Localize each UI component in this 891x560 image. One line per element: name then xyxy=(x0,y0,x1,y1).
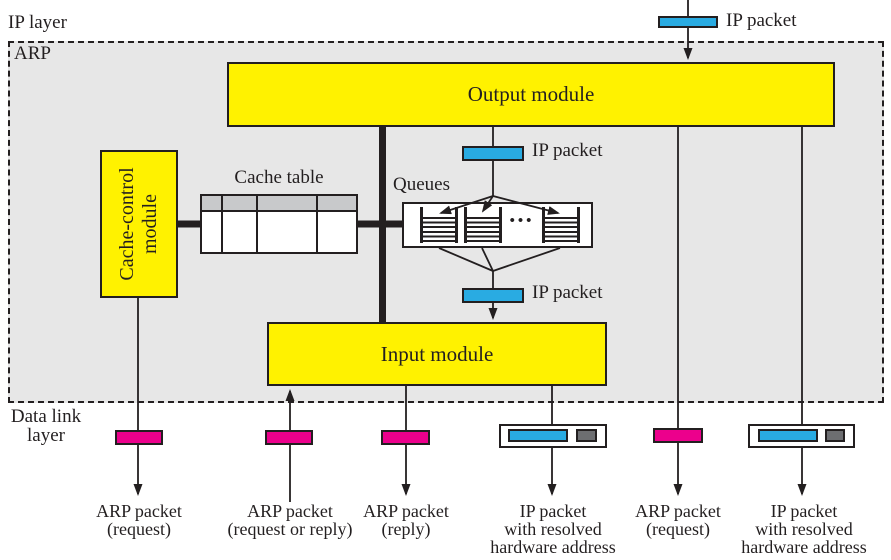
arp-label: ARP xyxy=(14,43,51,64)
cache-table-header-cell xyxy=(202,196,221,210)
ip-packet-icon-after-output xyxy=(462,146,524,161)
cache-table-body-cell xyxy=(258,212,316,252)
queue-icon xyxy=(542,207,580,243)
arp-packet-icon-2 xyxy=(265,430,313,445)
cache-control-module-label: Cache-control module xyxy=(116,167,161,281)
output-module-box: Output module xyxy=(227,62,835,127)
ip-packet-label-after-output: IP packet xyxy=(532,140,603,161)
queues-title: Queues xyxy=(393,174,450,195)
framed-ip-packet-icon-2 xyxy=(748,424,855,448)
cache-table-header-cell xyxy=(318,196,356,210)
ip-packet-icon-before-input xyxy=(462,288,524,303)
arp-packet-icon-4 xyxy=(653,428,703,443)
cache-table-body-cell xyxy=(202,212,221,252)
ip-packet-label-before-input: IP packet xyxy=(532,282,603,303)
input-module-box: Input module xyxy=(267,322,607,386)
arp-packet-icon-1 xyxy=(115,430,163,445)
cache-table-title: Cache table xyxy=(234,167,324,188)
cache-control-module-box: Cache-control module xyxy=(100,150,178,298)
cache-table-body-cell xyxy=(223,212,256,252)
arp-packet-icon-3 xyxy=(381,430,430,445)
label-arp-packet-reply: ARP packet(reply) xyxy=(363,501,449,539)
label-arp-packet-request-right: ARP packet(request) xyxy=(635,501,721,539)
cache-table-body-cell xyxy=(318,212,356,252)
output-module-label: Output module xyxy=(467,82,595,106)
ip-packet-icon-top xyxy=(658,16,718,28)
queues-box: ••• xyxy=(402,202,593,248)
cache-table-header-cell xyxy=(223,196,256,210)
framed-ip-packet-icon-1 xyxy=(499,424,607,448)
label-arp-packet-request-or-reply: ARP packet(request or reply) xyxy=(227,501,353,539)
label-arp-packet-request-left: ARP packet(request) xyxy=(96,501,182,539)
ip-packet-label-top: IP packet xyxy=(726,10,797,31)
input-module-label: Input module xyxy=(380,341,494,366)
cache-table xyxy=(200,194,358,254)
cache-table-header-cell xyxy=(258,196,316,210)
ip-layer-label: IP layer xyxy=(8,12,67,33)
queues-ellipsis: ••• xyxy=(509,213,535,229)
queue-icon xyxy=(420,207,458,243)
data-link-layer-label: Data link layer xyxy=(10,406,82,446)
queue-icon xyxy=(464,207,502,243)
